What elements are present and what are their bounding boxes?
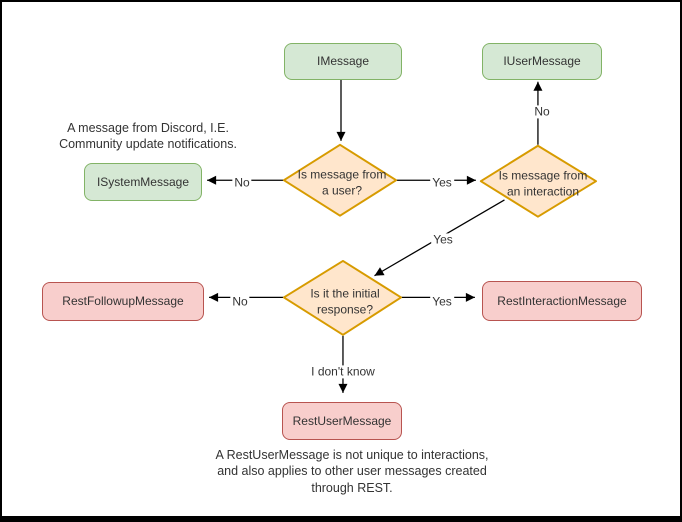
node-restinteractionmessage: RestInteractionMessage [482,281,642,321]
edge-label-initial-response-no: No [230,294,250,309]
node-isystemmessage: ISystemMessage [84,163,202,201]
edge-label-initial-response-yes: Yes [430,294,454,309]
edge-label-from-interaction-no: No [532,104,552,119]
diamond-initial-response [282,259,403,336]
node-restusermessage: RestUserMessage [282,402,402,440]
node-iusermessage: IUserMessage [482,43,602,80]
edge-label-initial-response-unknown: I don't know [309,364,377,379]
edge-label-from-user-no: No [232,175,252,190]
diamond-from-interaction [479,144,598,218]
node-restfollowupmessage: RestFollowupMessage [42,282,204,321]
node-imessage: IMessage [284,43,402,80]
edges-layer [207,79,598,393]
diamond-from-user [282,143,398,217]
edge-label-from-interaction-yes: Yes [431,232,455,247]
annotation-system-message: A message from Discord, I.E. Community u… [59,121,237,152]
annotation-rest-user-message: A RestUserMessage is not unique to inter… [215,448,489,495]
edge-label-from-user-yes: Yes [430,175,454,190]
